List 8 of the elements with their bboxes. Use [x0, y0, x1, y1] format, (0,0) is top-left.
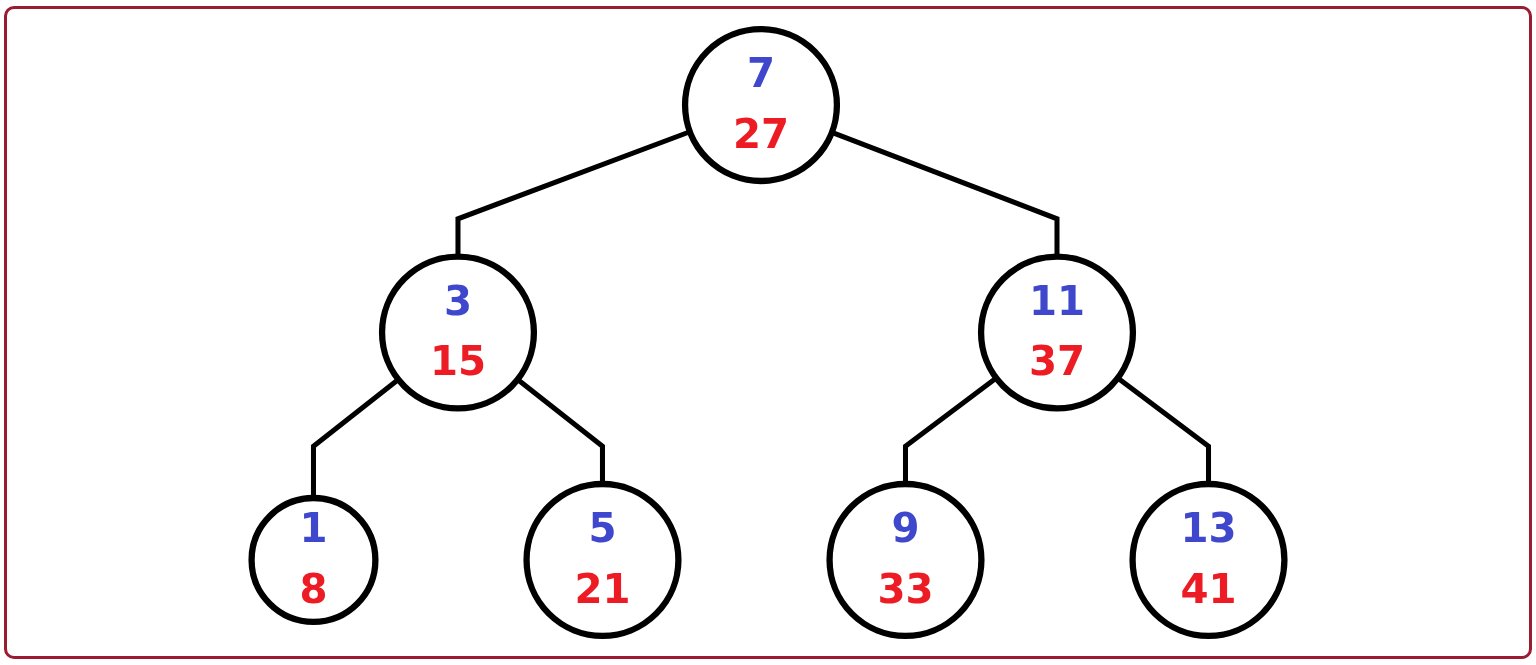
node-circle: 9 33: [826, 480, 985, 639]
node-circle: 3 15: [378, 253, 538, 412]
node-circle: 1 8: [248, 494, 379, 625]
node-circle: 5 21: [523, 480, 682, 639]
connector: [455, 129, 691, 257]
node-circle: 7 27: [681, 26, 841, 185]
node-circle: 11 37: [977, 253, 1137, 412]
node-circle: 13 41: [1129, 480, 1288, 639]
